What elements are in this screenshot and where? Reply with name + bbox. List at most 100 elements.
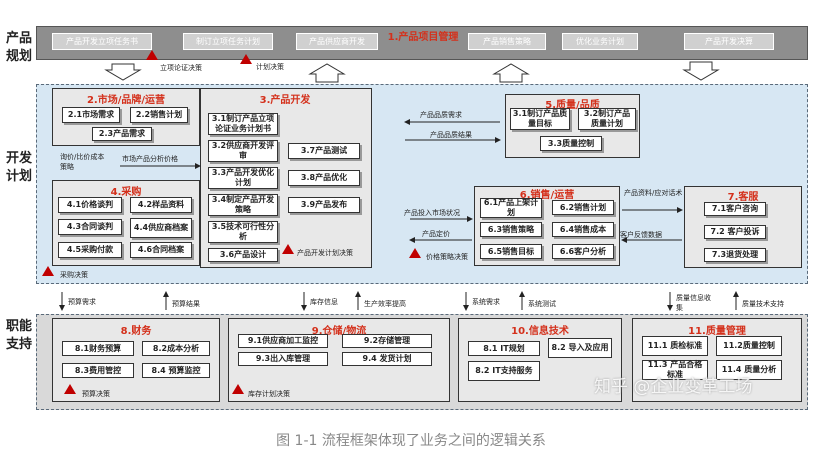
sales-item-3: 6.3销售策略 (480, 222, 542, 237)
quality-title: 5.质量/品质 (545, 100, 600, 111)
warehouse-item-1: 9.1供应商加工监控 (238, 334, 328, 348)
planning-decision-2: 计划决策 (256, 63, 284, 71)
warehouse-title: 9.仓储/物流 (311, 326, 367, 337)
quality-mgmt-item-2: 11.2质量控制 (716, 336, 782, 356)
finance-item-2: 8.2成本分析 (142, 341, 210, 356)
flow-quality-result: 产品品质结果 (430, 131, 472, 139)
decision-triangle-icon (232, 384, 244, 394)
service-item-2: 7.2 客户投诉 (704, 225, 766, 239)
planning-box-3: 产品供应商开发 (296, 33, 378, 50)
flow-feedback: 客户反馈数据 (620, 231, 662, 239)
decision-triangle-icon (42, 266, 54, 276)
planning-box-2: 制订立项任务计划 (183, 33, 273, 50)
procurement-title: 4.采购 (110, 187, 142, 198)
quality-item-2: 3.2制订产品质量计划 (578, 108, 636, 130)
procurement-item-6: 4.6合同档案 (130, 242, 192, 258)
it-item-3: 8.2 IT支持服务 (468, 361, 540, 381)
market-title: 2.市场/品牌/运营 (86, 95, 166, 106)
block-arrow-down (104, 63, 142, 81)
sales-item-5: 6.5销售目标 (480, 244, 542, 259)
it-item-1: 8.1 IT规划 (468, 341, 540, 356)
flow-market-analysis: 市场产品分析价格 (122, 155, 178, 163)
figure-caption: 图 1-1 流程框架体现了业务之间的逻辑关系 (276, 433, 546, 449)
warehouse-item-3: 9.3出入库管理 (238, 352, 328, 366)
row-label-planning: 产品规划 (6, 31, 33, 64)
flow-budget-result: 预算结果 (172, 300, 200, 308)
service-title: 7.客服 (727, 192, 759, 203)
flow-quality-collect: 质量信息收集 (676, 294, 711, 312)
flow-sys-test: 系统测试 (528, 300, 556, 308)
finance-title: 8.财务 (120, 326, 152, 337)
warehouse-decision: 库存计划决策 (248, 390, 290, 398)
product-dev-item-4: 3.4制定产品开发策略 (208, 194, 278, 216)
procurement-item-2: 4.2样品资料 (130, 197, 192, 213)
flow-market-status: 产品投入市场状况 (404, 209, 460, 217)
finance-item-3: 8.3费用管控 (62, 363, 134, 378)
finance-item-4: 8.4 预算监控 (142, 363, 210, 378)
quality-mgmt-item-1: 11.1 质检标准 (642, 336, 708, 356)
product-dev-item-6: 3.6产品设计 (208, 248, 278, 262)
procurement-decision: 采购决策 (60, 271, 88, 279)
flow-prod-improve: 生产效率提高 (364, 300, 406, 308)
block-arrow-down (682, 61, 720, 81)
product-dev-item-5: 3.5技术可行性分析 (208, 221, 278, 243)
it-item-2: 8.2 导入及应用 (548, 338, 612, 358)
market-item-3: 2.3产品需求 (92, 127, 152, 141)
service-item-3: 7.3退货处理 (704, 248, 766, 262)
it-panel (458, 318, 622, 402)
product-dev-item-3: 3.3产品开发优化计划 (208, 167, 278, 189)
product-dev-item-7: 3.7产品测试 (288, 143, 360, 159)
planning-box-5: 优化业务计划 (562, 33, 638, 50)
sales-item-6: 6.6客户分析 (552, 244, 614, 259)
planning-decision-1: 立项论证决策 (160, 64, 202, 72)
quality-item-1: 3.1制订产品质量目标 (510, 108, 570, 130)
planning-box-4: 产品销售策略 (468, 33, 546, 50)
procurement-item-4: 4.4供应商档案 (130, 218, 192, 238)
procurement-item-5: 4.5采购付款 (58, 242, 122, 258)
product-dev-item-2: 3.2供应商开发评审 (208, 140, 278, 162)
flow-product-info: 产品资料/应对话术 (624, 189, 683, 197)
product-dev-item-1: 3.1制订产品立项论证业务计划书 (208, 113, 278, 135)
block-arrow-up (492, 63, 530, 83)
product-dev-item-8: 3.8产品优化 (288, 170, 360, 186)
quality-item-3: 3.3质量控制 (540, 136, 602, 151)
flow-stock-info: 库存信息 (310, 298, 338, 306)
flow-quality-req: 产品品质需求 (420, 111, 462, 119)
flow-sys-need: 系统需求 (472, 298, 500, 306)
product-dev-item-9: 3.9产品发布 (288, 197, 360, 213)
warehouse-item-4: 9.4 发货计划 (342, 352, 432, 366)
service-item-1: 7.1客户咨询 (704, 202, 766, 216)
decision-triangle-icon (240, 54, 252, 64)
sales-item-2: 6.2销售计划 (552, 200, 614, 215)
decision-triangle-icon (146, 50, 158, 60)
planning-box-1: 产品开发立项任务书 (52, 33, 152, 50)
planning-title: 1.产品项目管理 (387, 32, 459, 43)
finance-item-1: 8.1财务预算 (62, 341, 134, 356)
decision-triangle-icon (409, 248, 421, 258)
row-label-development: 开发计划 (6, 151, 33, 184)
product-dev-title: 3.产品开发 (259, 95, 311, 106)
sales-item-1: 6.1产品上架计划 (480, 198, 542, 218)
quality-mgmt-item-4: 11.4 质量分析 (716, 360, 782, 380)
procurement-item-1: 4.1价格谈判 (58, 197, 122, 213)
flow-budget-need: 预算需求 (68, 298, 96, 306)
planning-box-6: 产品开发决算 (684, 33, 774, 50)
sales-item-4: 6.4销售成本 (552, 222, 614, 237)
decision-triangle-icon (64, 384, 76, 394)
product-dev-decision: 产品开发计划决策 (297, 249, 353, 257)
procurement-item-3: 4.3合同谈判 (58, 219, 122, 235)
market-item-2: 2.2销售计划 (130, 107, 188, 123)
decision-triangle-icon (282, 244, 294, 254)
block-arrow-up (308, 63, 346, 83)
flow-quality-tech: 质量技术支持 (742, 300, 784, 308)
finance-panel (52, 318, 220, 402)
flow-price-strategy: 询价/比价成本策略 (60, 153, 105, 171)
quality-mgmt-title: 11.质量管理 (688, 326, 746, 337)
finance-decision: 预算决策 (82, 390, 110, 398)
warehouse-item-2: 9.2存储管理 (342, 334, 432, 348)
quality-mgmt-item-3: 11.3 产品合格标准 (642, 360, 708, 380)
flow-pricing: 产品定价 (422, 230, 450, 238)
market-item-1: 2.1市场需求 (62, 107, 120, 123)
sales-title: 6.销售/运营 (519, 190, 575, 201)
